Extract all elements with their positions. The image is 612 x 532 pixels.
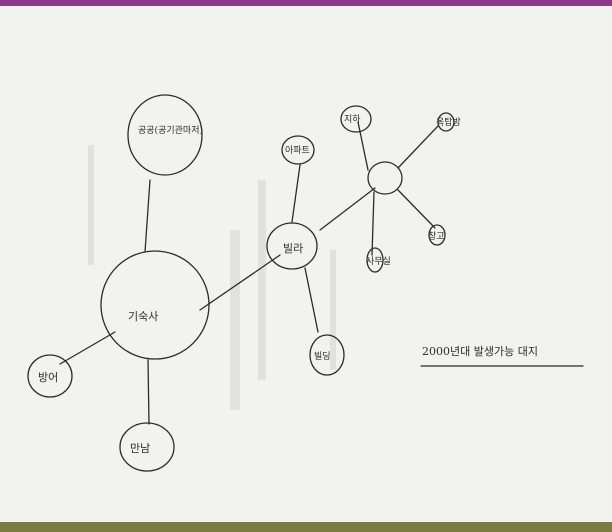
line-center-to-bottom [304,267,319,333]
node-left-circle [27,354,73,398]
node-main-circle [100,250,210,360]
line-right-to-top-right [397,125,439,169]
bottom-edge [0,522,612,532]
label-right-bottom-right-node: 창고 [428,231,445,242]
line-right-to-top-left [357,121,369,171]
label-right-bottom-left-node: 사무실 [366,256,391,267]
line-hub-to-center [199,254,281,311]
node-right-bottom-left-circle [366,247,384,273]
label-bottom-node: 만남 [130,442,150,455]
line-hub-to-left [59,331,116,365]
node-bottom-circle [119,422,175,472]
whiteboard-surface [0,6,612,526]
node-center-bottom-circle [309,334,345,376]
node-right-hub-circle [367,161,403,195]
magenta-top-border [0,0,612,8]
line-hub-to-bottom [147,359,150,425]
ghost-writing [88,145,336,410]
label-main-hub: 기숙사 [128,310,158,323]
line-hub-to-top [144,179,151,253]
label-top-node: 공공(공기관마저) [138,125,203,136]
line-right-to-bottom-right [397,189,436,229]
label-left-node: 방어 [38,371,58,384]
label-center-top-node: 아파트 [285,145,310,156]
mind-map-nodes [27,94,455,472]
label-center-bottom-node: 빌딩 [314,351,331,362]
line-right-to-bottom-left [371,191,375,256]
note-text: 2000년대 발생가능 대지 [422,345,538,358]
node-center-circle [266,222,318,270]
node-center-top-circle [281,135,315,165]
node-top-circle [127,94,203,176]
node-right-bottom-right-circle [428,224,446,246]
label-right-top-right-node: 옥탑방 [436,116,461,128]
node-right-top-right-circle [437,112,455,132]
label-right-top-left-node: 지하 [344,114,361,125]
mind-map-lines [59,121,439,425]
label-center-node: 빌라 [283,242,303,255]
line-center-to-top [291,164,301,223]
node-right-top-left-circle [340,105,372,133]
line-center-to-right-hub [319,187,376,231]
